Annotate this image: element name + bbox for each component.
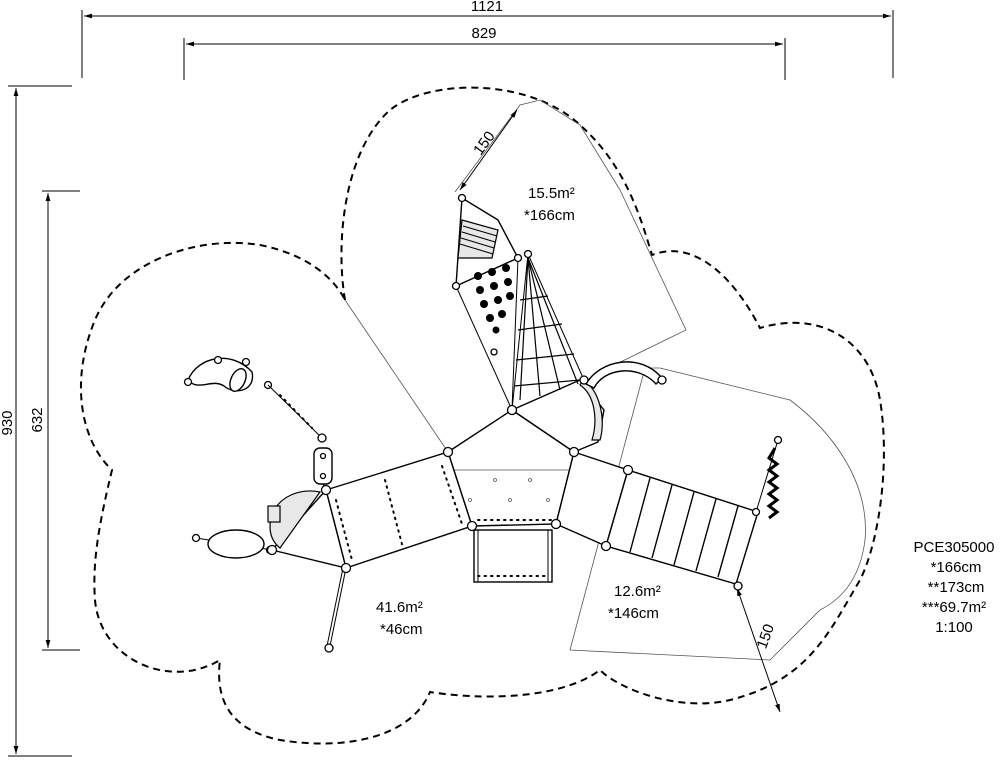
- info-line-2: **173cm: [928, 579, 985, 596]
- net-climber: [451, 193, 585, 411]
- inner-depth-label: 632: [29, 407, 46, 432]
- zone-left-area: 41.6m²: [376, 599, 423, 616]
- zone-right-labels: 12.6m² *146cm: [608, 583, 661, 622]
- free-space-dimension-top: 150: [459, 109, 518, 191]
- info-line-3: ***69.7m²: [922, 599, 986, 616]
- dimension-overall-depth: 930: [0, 85, 72, 757]
- safety-zone-outline: [80, 86, 885, 745]
- dimension-inner-width: 829: [183, 25, 786, 80]
- zone-top-height: *166cm: [524, 207, 575, 224]
- spring-rider: [183, 355, 333, 491]
- zone-left-labels: 41.6m² *46cm: [376, 599, 423, 638]
- play-structure: [183, 193, 783, 653]
- dimension-inner-depth: 632: [29, 190, 80, 651]
- free-space-dimension-right: 150: [736, 587, 781, 713]
- dimension-overall-width: 1121: [81, 0, 894, 78]
- info-block: PCE305000 *166cm **173cm ***69.7m² 1:100: [914, 539, 995, 636]
- posts: [266, 375, 634, 574]
- zone-top-labels: 15.5m² *166cm: [524, 185, 575, 224]
- free-space-right-label: 150: [754, 622, 779, 651]
- overall-width-label: 1121: [471, 0, 503, 15]
- free-space-boundaries: [344, 99, 866, 661]
- product-code: PCE305000: [914, 539, 995, 556]
- rope-climber: [751, 435, 783, 520]
- inner-width-label: 829: [471, 25, 496, 42]
- free-space-top-label: 150: [470, 128, 498, 158]
- oval-seat: [191, 529, 275, 559]
- overall-depth-label: 930: [0, 410, 16, 435]
- info-line-1: *166cm: [931, 559, 982, 576]
- zone-left-height: *46cm: [380, 621, 423, 638]
- zone-right-area: 12.6m²: [614, 583, 661, 600]
- zone-top-area: 15.5m²: [528, 185, 575, 202]
- zone-right-height: *146cm: [608, 605, 659, 622]
- scale-label: 1:100: [935, 619, 973, 636]
